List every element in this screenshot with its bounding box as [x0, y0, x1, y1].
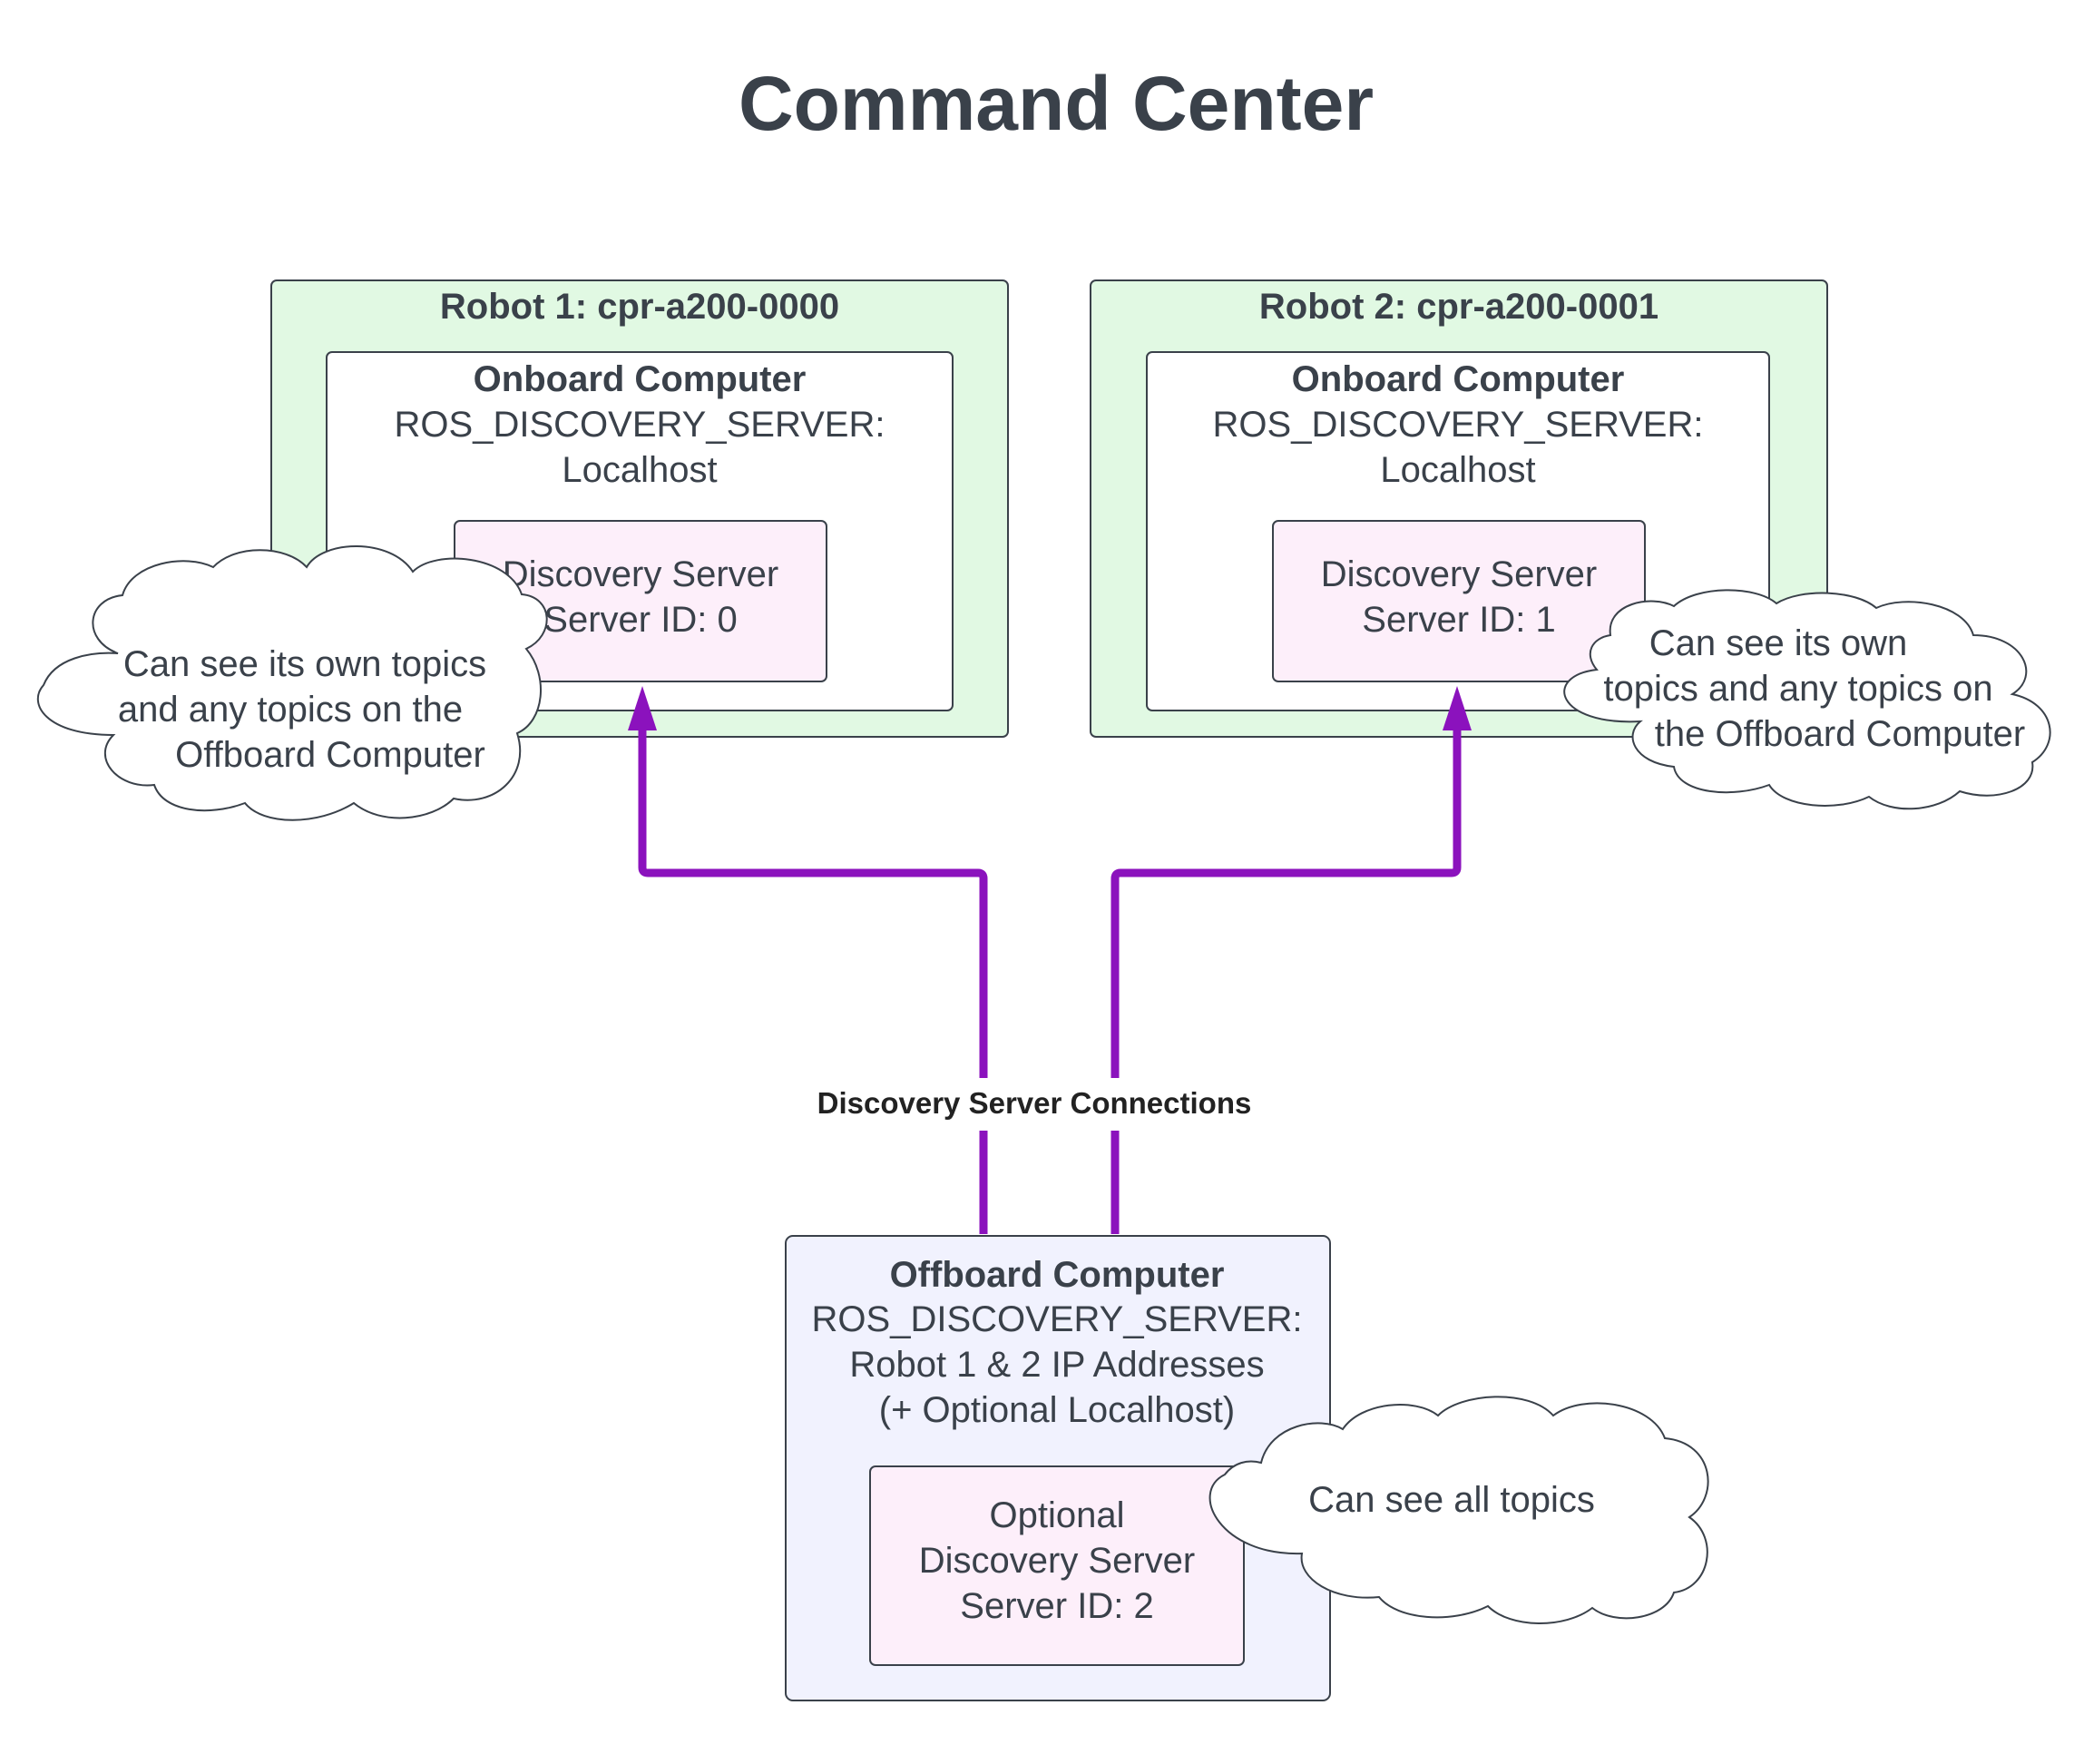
offboard-server-line1: Optional	[990, 1495, 1125, 1535]
robot1-note-line2: and any topics on the	[118, 690, 463, 730]
offboard-server-line3: Server ID: 2	[960, 1586, 1153, 1626]
robot2-note-line2: topics and any topics on	[1603, 669, 1992, 709]
robot2-note-line1: Can see its own	[1649, 623, 1908, 663]
arrow-to-robot1	[638, 726, 988, 1234]
robot1-note-line1: Can see its own topics	[123, 644, 486, 684]
offboard-title: Offboard Computer	[890, 1255, 1225, 1295]
robot1-onboard-line1: ROS_DISCOVERY_SERVER:	[395, 405, 885, 445]
offboard-container: Offboard Computer ROS_DISCOVERY_SERVER: …	[785, 1235, 1331, 1701]
offboard-line2: Robot 1 & 2 IP Addresses	[849, 1345, 1264, 1385]
arrowhead-robot2	[1443, 686, 1472, 730]
offboard-line1: ROS_DISCOVERY_SERVER:	[812, 1299, 1303, 1339]
robot2-server-line2: Server ID: 1	[1362, 600, 1555, 640]
robot1-server-line1: Discovery Server	[503, 554, 779, 594]
page-title: Command Center	[739, 61, 1374, 146]
robot1-title: Robot 1: cpr-a200-0000	[440, 287, 839, 327]
connection-label: Discovery Server Connections	[817, 1086, 1252, 1120]
arrow-to-robot2	[1110, 726, 1462, 1234]
robot2-title: Robot 2: cpr-a200-0001	[1259, 287, 1658, 327]
arrowhead-robot1	[628, 686, 657, 730]
robot2-onboard-title: Onboard Computer	[1292, 359, 1625, 399]
offboard-note-text: Can see all topics	[1308, 1480, 1595, 1520]
offboard-server-line2: Discovery Server	[919, 1541, 1196, 1581]
offboard-note-cloud: Can see all topics	[1208, 1396, 1709, 1624]
offboard-discovery-server-box	[869, 1465, 1245, 1666]
offboard-line3: (+ Optional Localhost)	[879, 1390, 1235, 1430]
robot1-note-cloud: Can see its own topics and any topics on…	[36, 545, 548, 821]
robot2-note-cloud: Can see its own topics and any topics on…	[1563, 589, 2051, 810]
robot1-note-line3: Offboard Computer	[175, 735, 485, 775]
connection-arrows: Discovery Server Connections	[628, 686, 1472, 1234]
robot2-onboard-line2: Localhost	[1380, 450, 1535, 490]
robot1-onboard-line2: Localhost	[562, 450, 717, 490]
connection-label-bg	[807, 1078, 1261, 1131]
robot2-onboard-line1: ROS_DISCOVERY_SERVER:	[1213, 405, 1704, 445]
robot2-server-line1: Discovery Server	[1321, 554, 1598, 594]
robot1-server-line2: Server ID: 0	[543, 600, 737, 640]
robot1-onboard-title: Onboard Computer	[474, 359, 807, 399]
robot2-note-line3: the Offboard Computer	[1655, 714, 2025, 754]
